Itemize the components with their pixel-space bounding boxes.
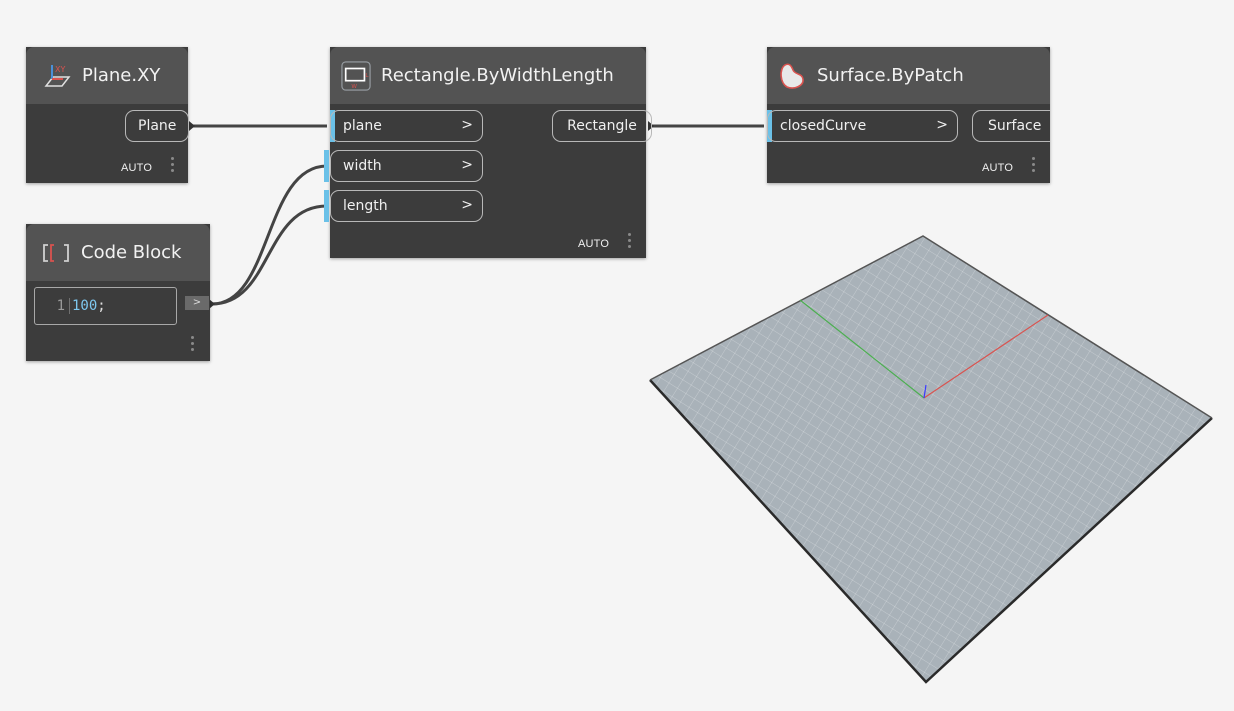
input-port-label: length [343, 198, 388, 214]
chevron-right-icon: > [461, 117, 473, 133]
node-header[interactable]: Code Block [26, 224, 210, 281]
node-menu-dots-icon[interactable] [628, 233, 632, 253]
input-port-label: plane [343, 118, 382, 134]
lacing-label[interactable]: AUTO [121, 162, 153, 174]
rectangle-icon: W L [341, 60, 371, 91]
svg-text:XY: XY [55, 65, 65, 74]
y-axis-line [799, 299, 925, 399]
node-title: Plane.XY [82, 65, 161, 86]
svg-text:L: L [365, 72, 369, 78]
node-header[interactable]: XY Plane.XY [26, 47, 188, 104]
input-port-closedcurve[interactable]: closedCurve > [767, 110, 958, 142]
code-editor-field[interactable]: 1 100; [34, 287, 177, 325]
z-axis-line [923, 384, 927, 399]
node-header[interactable]: Surface.ByPatch [767, 47, 1050, 104]
input-port-length[interactable]: length > [330, 190, 483, 222]
chevron-right-icon: > [461, 157, 473, 173]
input-port-label: width [343, 158, 382, 174]
input-port-indicator [330, 110, 335, 142]
output-port-label: Rectangle [567, 118, 637, 134]
x-axis-line [923, 314, 1049, 399]
input-port-width[interactable]: width > [330, 150, 483, 182]
lacing-label[interactable]: AUTO [982, 162, 1014, 174]
surface-patch-preview [649, 235, 1213, 684]
plane-xy-icon: XY [42, 61, 72, 91]
output-port-surface[interactable]: Surface [972, 110, 1050, 142]
node-rectangle-by-width-length[interactable]: W L Rectangle.ByWidthLength plane > widt… [324, 47, 652, 258]
chevron-right-icon: > [461, 197, 473, 213]
node-header[interactable]: W L Rectangle.ByWidthLength [330, 47, 646, 104]
input-port-indicator [767, 110, 772, 142]
input-port-label: closedCurve [780, 118, 867, 134]
code-value: 100 [72, 298, 98, 314]
code-semicolon: ; [97, 298, 106, 314]
input-port-plane[interactable]: plane > [330, 110, 483, 142]
code-block-icon [41, 238, 71, 268]
node-menu-dots-icon[interactable] [171, 157, 175, 177]
node-title: Rectangle.ByWidthLength [381, 65, 614, 86]
node-surface-by-patch[interactable]: Surface.ByPatch closedCurve > Surface AU… [767, 47, 1050, 183]
output-port-plane[interactable]: Plane [125, 110, 190, 142]
svg-text:W: W [351, 84, 357, 90]
input-port-indicator [324, 150, 329, 182]
lacing-label[interactable]: AUTO [578, 238, 610, 250]
node-title: Code Block [81, 242, 182, 263]
code-line-number: 1 [35, 298, 70, 314]
code-output-port[interactable]: > [185, 296, 209, 310]
node-code-block[interactable]: Code Block 1 100; > [26, 224, 210, 361]
output-port-label: Surface [988, 118, 1042, 134]
output-port-label: Plane [138, 118, 177, 134]
node-menu-dots-icon[interactable] [1032, 157, 1036, 177]
chevron-right-icon: > [936, 117, 948, 133]
input-port-indicator [324, 190, 329, 222]
surface-patch-icon [777, 61, 807, 91]
output-port-rectangle[interactable]: Rectangle [552, 110, 652, 142]
node-plane-xy[interactable]: XY Plane.XY Plane AUTO [26, 47, 190, 183]
node-title: Surface.ByPatch [817, 65, 964, 86]
node-menu-dots-icon[interactable] [191, 336, 195, 356]
